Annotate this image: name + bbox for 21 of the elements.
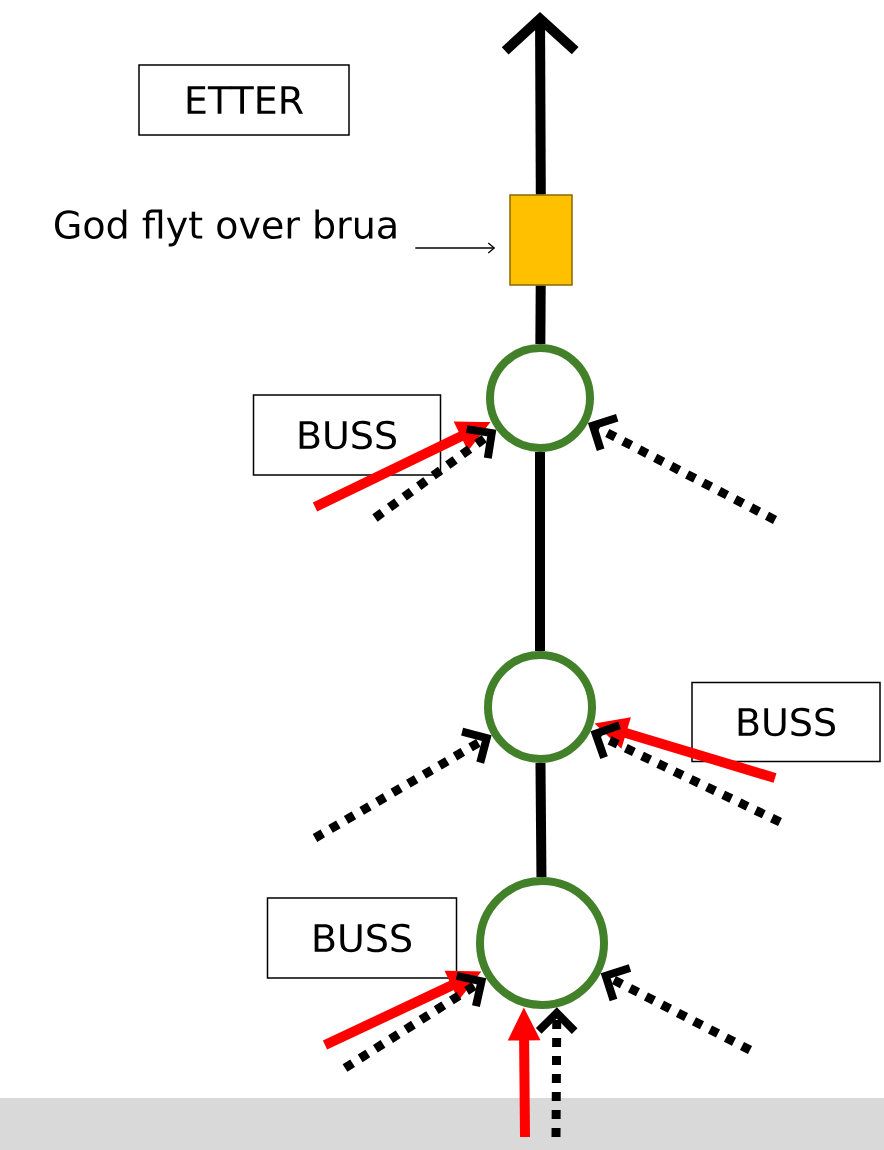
label-box: BUSS <box>252 394 442 476</box>
bridge-box <box>509 194 573 286</box>
flow-arrow <box>342 971 487 1072</box>
flow-arrow <box>501 12 579 195</box>
intersection-circle <box>476 877 608 1009</box>
leader-line <box>414 242 496 254</box>
flow-arrow <box>587 414 778 524</box>
flow-arrow <box>590 721 782 827</box>
flow-line <box>535 452 545 651</box>
intersection-circle <box>486 344 594 452</box>
flow-arrow <box>535 1007 578 1138</box>
label-box: BUSS <box>691 681 881 763</box>
flow-line <box>535 762 547 878</box>
label-box: ETTER <box>138 64 350 136</box>
intersection-circle <box>484 651 596 763</box>
flow-arrow <box>312 727 492 842</box>
flow-arrow <box>600 964 753 1054</box>
flow-line <box>535 285 546 345</box>
note-text: God flyt over brua <box>55 209 396 247</box>
label-box: BUSS <box>266 897 458 979</box>
flow-arrow <box>372 425 497 522</box>
